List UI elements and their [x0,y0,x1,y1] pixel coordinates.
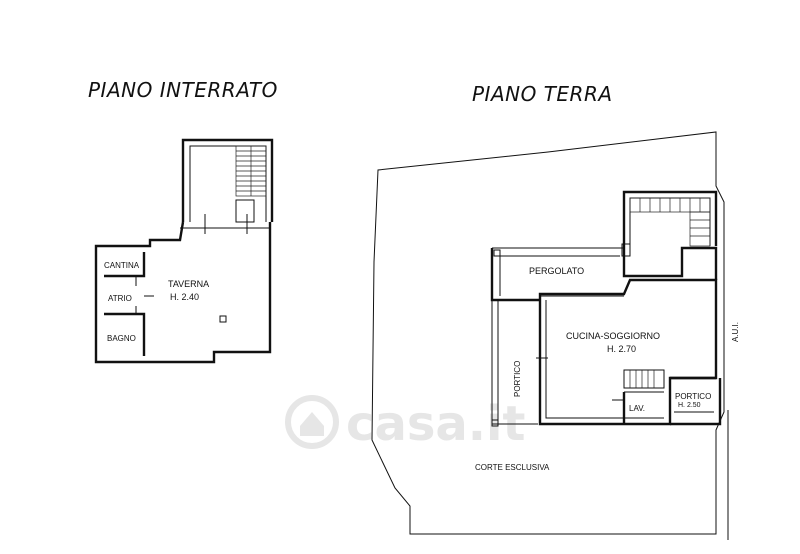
basement-plan: CANTINA ATRIO BAGNO TAVERNA H. 2.40 [94,138,274,364]
room-cantina-label: CANTINA [104,261,140,270]
basement-title: PIANO INTERRATO [88,78,278,102]
room-taverna-label: TAVERNA [168,279,209,289]
room-pergolato-label: PERGOLATO [529,266,584,276]
ground-title: PIANO TERRA [472,82,613,106]
plot-boundary [371,131,725,535]
room-portico-right-height: H. 2.50 [678,402,701,409]
room-atrio-label: ATRIO [108,294,132,303]
ground-stair [621,197,711,257]
corte-esclusiva-label: CORTE ESCLUSIVA [475,463,550,472]
room-taverna-height: H. 2.40 [170,292,199,302]
room-cucina-label: CUCINA-SOGGIORNO [566,331,660,341]
ground-plan: PERGOLATO CUCINA-SOGGIORNO H. 2.70 PORTI… [371,131,740,540]
room-bagno-label: BAGNO [107,334,136,343]
room-portico-right-label: PORTICO [675,392,711,401]
aui-label: A.U.I. [731,322,740,342]
basement-stair [235,145,267,223]
room-cucina-height: H. 2.70 [607,344,636,354]
watermark: casa.it [285,395,525,452]
room-lav-label: LAV. [629,404,645,413]
room-portico-left-label: PORTICO [513,361,522,397]
